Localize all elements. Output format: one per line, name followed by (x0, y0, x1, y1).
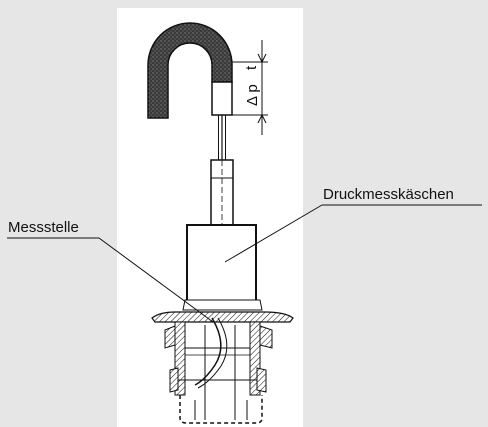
stem-tube (210, 159, 234, 226)
u-tube-open-leg (211, 81, 233, 116)
u-tube-filled-section (147, 22, 233, 119)
pressure-box-leader (224, 204, 482, 263)
delta-p-label: Δ p (244, 84, 261, 106)
basin-flange (151, 299, 294, 323)
delta-p-subscript: t (243, 65, 260, 70)
drain-body (164, 317, 273, 424)
pressure-box-label: Druckmesskäschen (323, 186, 454, 203)
u-tube-manometer (147, 22, 233, 160)
measuring-point-label: Messstelle (8, 219, 79, 236)
delta-p-dimension: Δ p t (232, 40, 268, 135)
drawing-panel (117, 8, 303, 427)
pressure-box (186, 224, 257, 308)
measuring-point-leader (7, 237, 214, 323)
